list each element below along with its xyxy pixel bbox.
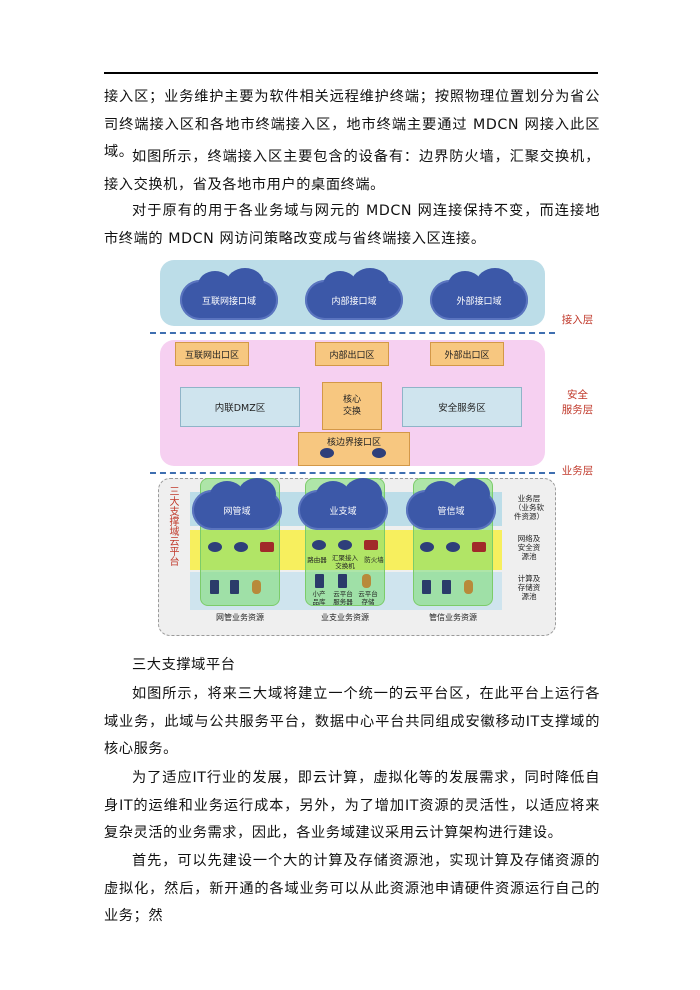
- cloud-management-domain: 管信域: [406, 478, 496, 530]
- paragraph-1: 接入区；业务维护主要为软件相关远程维护终端；按照物理位置划分为省公司终端接入区和…: [104, 89, 600, 160]
- right-label-network: 网络及 安全资 源池: [517, 534, 541, 561]
- device-label-router: 路由器: [307, 556, 327, 564]
- paragraph-7: 首先，可以先建设一个大的计算及存储资源池，实现计算及存储资源的虚拟化，然后，新开…: [104, 853, 600, 924]
- firewall-icon: [364, 540, 378, 550]
- cloud-external-interface: 外部接口域: [430, 268, 528, 320]
- border-interface-zone: 核边界接口区: [298, 432, 410, 466]
- zone-internal-exit: 内部出口区: [315, 342, 389, 366]
- header-rule: [104, 72, 598, 74]
- router-icon: [312, 540, 326, 550]
- zone-internet-exit: 互联网出口区: [175, 342, 249, 366]
- right-label-compute: 计算及 存储资 源池: [517, 574, 541, 601]
- cloud-internal-interface: 内部接口域: [305, 268, 403, 320]
- router-icon: [208, 542, 222, 552]
- router-icon: [320, 448, 334, 458]
- bottom-label-network: 网管业务资源: [216, 613, 264, 622]
- zone-external-exit: 外部出口区: [430, 342, 504, 366]
- right-label-business: 业务层 （业务软 件资源）: [514, 494, 544, 521]
- server-icon: [338, 574, 347, 588]
- architecture-diagram: 互联网接口域 内部接口域 外部接口域 接入层 互联网出口区 内部出口区 外部出口…: [150, 250, 605, 640]
- device-label-firewall: 防火墙: [364, 556, 384, 564]
- paragraph-3: 对于原有的用于各业务域与网元的 MDCN 网连接保持不变，而连接地市终端的 MD…: [104, 203, 600, 247]
- switch-icon: [338, 540, 352, 550]
- server-icon: [442, 580, 451, 594]
- core-switch: 核心 交换: [322, 382, 382, 430]
- storage-icon: [464, 580, 473, 594]
- server-icon: [315, 574, 324, 588]
- label-business-layer: 业务层: [561, 465, 594, 477]
- zone-security-service: 安全服务区: [402, 387, 522, 427]
- storage-icon: [252, 580, 261, 594]
- bottom-label-management: 管信业务资源: [429, 613, 477, 622]
- router-icon: [372, 448, 386, 458]
- divider-access: [150, 332, 555, 334]
- router-icon: [420, 542, 434, 552]
- label-security-layer: 安全 服务层: [561, 389, 594, 416]
- zone-dmz: 内联DMZ区: [180, 387, 300, 427]
- bottom-label-business: 业支业务资源: [321, 613, 369, 622]
- firewall-icon: [260, 542, 274, 552]
- server-label-cloud-storage: 云平台 存储: [358, 590, 378, 606]
- paragraph-5: 如图所示，将来三大域将建立一个统一的云平台区，在此平台上运行各域业务，此域与公共…: [104, 686, 600, 757]
- server-label-cloud-server: 云平台 服务器: [333, 590, 353, 606]
- server-icon: [210, 580, 219, 594]
- label-cloud-platform: 三大支撑域云平台: [167, 486, 178, 566]
- switch-icon: [234, 542, 248, 552]
- paragraph-6: 为了适应IT行业的发展，即云计算，虚拟化等的发展需求，同时降低自身IT的运维和业…: [104, 770, 600, 841]
- cloud-network-domain: 网管域: [192, 478, 282, 530]
- server-icon: [230, 580, 239, 594]
- storage-icon: [362, 574, 371, 588]
- switch-icon: [446, 542, 460, 552]
- server-label-product: 小产 品库: [312, 590, 326, 606]
- paragraph-2: 如图所示，终端接入区主要包含的设备有：边界防火墙，汇聚交换机，接入交换机，省及各…: [104, 149, 600, 193]
- firewall-icon: [472, 542, 486, 552]
- divider-business: [150, 472, 555, 474]
- cloud-internet-interface: 互联网接口域: [180, 268, 278, 320]
- label-access-layer: 接入层: [561, 314, 594, 326]
- section-heading: 三大支撑域平台: [132, 657, 236, 673]
- device-label-switch: 汇聚接入 交换机: [332, 554, 358, 570]
- cloud-business-domain: 业支域: [298, 478, 388, 530]
- server-icon: [422, 580, 431, 594]
